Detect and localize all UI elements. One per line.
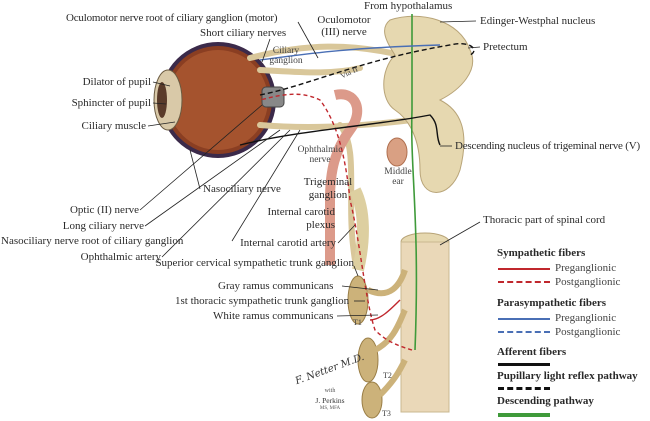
legend-parasympathetic-pre: Preganglionic <box>555 312 617 324</box>
label-line: Ophthalmic <box>297 145 343 155</box>
label-line: Middle <box>384 167 412 177</box>
label-ciliary-muscle: Ciliary muscle <box>81 120 146 132</box>
label-internal-carotid-plexus: Internal carotid plexus <box>268 206 336 232</box>
label-dilator-of-pupil: Dilator of pupil <box>82 76 151 88</box>
eyeball <box>153 42 285 158</box>
label-line: Oculomotor <box>317 14 371 26</box>
sympathetic-chain <box>347 268 408 419</box>
brainstem <box>383 15 474 193</box>
label-line: plexus <box>306 219 335 231</box>
label-t3: T3 <box>382 409 391 418</box>
label-first-thoracic-ganglion: 1st thoracic sympathetic trunk ganglion <box>175 295 350 307</box>
legend-swatch-pupillary <box>498 387 550 390</box>
leader-lines <box>139 20 481 317</box>
label-line: ganglion <box>269 56 303 66</box>
label-sphincter-of-pupil: Sphincter of pupil <box>71 97 151 109</box>
label-line: Ciliary <box>272 46 300 56</box>
signature-with: with <box>324 388 336 394</box>
label-short-ciliary-nerves: Short ciliary nerves <box>200 27 287 39</box>
label-optic-nerve: Optic (II) nerve <box>69 204 139 216</box>
label-t1: T1 <box>353 318 362 327</box>
label-oculomotor-nerve: Oculomotor (III) nerve <box>312 14 376 38</box>
legend-sympathetic-post: Postganglionic <box>555 276 621 288</box>
legend-afferent-title: Afferent fibers <box>497 346 567 358</box>
legend-parasympathetic-title: Parasympathetic fibers <box>497 297 607 309</box>
label-line: Internal carotid <box>267 206 336 218</box>
label-line: nerve <box>309 155 331 165</box>
legend-pupillary-title: Pupillary light reflex pathway <box>497 370 638 382</box>
label-ophthalmic-nerve: Ophthalmic nerve <box>292 145 348 165</box>
label-middle-ear: Middle ear <box>380 167 416 187</box>
legend-parasympathetic-post: Postganglionic <box>555 326 621 338</box>
label-superior-cervical-ganglion: Superior cervical sympathetic trunk gang… <box>155 257 354 269</box>
label-ciliary-ganglion: Ciliary ganglion <box>266 46 306 66</box>
label-line: (III) nerve <box>321 26 367 38</box>
label-internal-carotid-artery: Internal carotid artery <box>240 237 336 249</box>
legend-swatch-parasympathetic-post <box>498 331 550 333</box>
label-line: ganglion <box>308 189 348 201</box>
internal-carotid-artery <box>325 89 369 272</box>
label-ophthalmic-artery: Ophthalmic artery <box>80 251 161 263</box>
legend-swatch-parasympathetic-pre <box>498 318 550 320</box>
signature-perkins: J. Perkins <box>315 396 345 405</box>
label-t2: T2 <box>383 371 392 380</box>
legend-swatch-afferent <box>498 363 550 366</box>
legend-swatch-sympathetic-pre <box>498 268 550 270</box>
label-long-ciliary-nerve: Long ciliary nerve <box>62 220 144 232</box>
label-edinger-westphal: Edinger-Westphal nucleus <box>480 15 596 27</box>
legend-descending-title: Descending pathway <box>497 395 594 407</box>
label-from-hypothalamus: From hypothalamus <box>364 0 453 12</box>
label-descending-nucleus: Descending nucleus of trigeminal nerve (… <box>455 140 640 152</box>
label-gray-ramus: Gray ramus communicans <box>218 280 334 292</box>
label-pretectum: Pretectum <box>483 41 528 53</box>
label-oculomotor-root: Oculomotor nerve root of ciliary ganglio… <box>66 12 278 24</box>
label-nasociliary-nerve: Nasociliary nerve <box>203 183 281 195</box>
legend-swatch-descending <box>498 413 550 417</box>
legend-sympathetic-title: Sympathetic fibers <box>497 247 586 259</box>
spinal-cord <box>400 232 450 413</box>
label-line: Trigeminal <box>303 176 353 188</box>
legend-swatch-sympathetic-post <box>498 281 550 283</box>
label-nasociliary-root: Nasociliary nerve root of ciliary gangli… <box>1 235 184 247</box>
label-line: ear <box>392 177 404 187</box>
label-white-ramus: White ramus communicans <box>213 310 334 322</box>
label-thoracic-spinal-cord: Thoracic part of spinal cord <box>483 214 606 226</box>
label-trigeminal-ganglion: Trigeminal ganglion <box>296 176 360 202</box>
legend-sympathetic-pre: Preganglionic <box>555 262 617 274</box>
signature-credentials: MS, MFA <box>319 406 341 411</box>
